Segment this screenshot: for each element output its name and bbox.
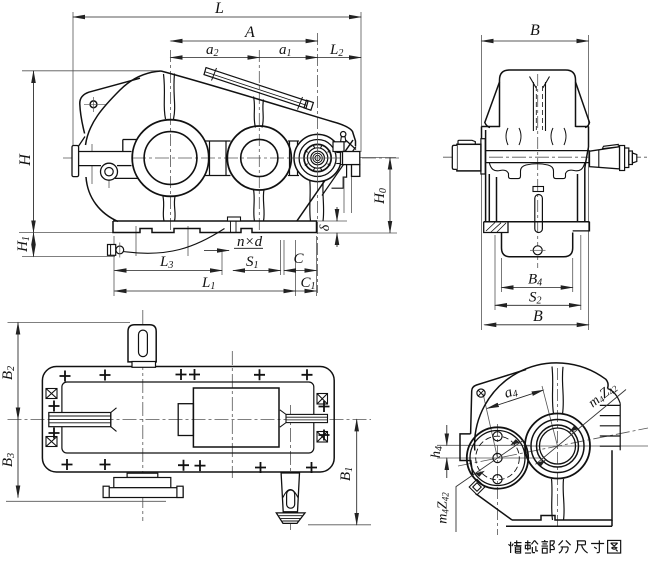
svg-text:n×d: n×d	[237, 234, 263, 250]
svg-text:B: B	[530, 22, 540, 39]
svg-text:δ: δ	[318, 224, 333, 231]
svg-text:H: H	[17, 153, 34, 167]
svg-text:L: L	[214, 0, 224, 17]
svg-text:a4: a4	[502, 383, 519, 403]
svg-text:B: B	[533, 308, 543, 325]
svg-text:C: C	[294, 251, 305, 267]
svg-text:A: A	[244, 24, 255, 41]
